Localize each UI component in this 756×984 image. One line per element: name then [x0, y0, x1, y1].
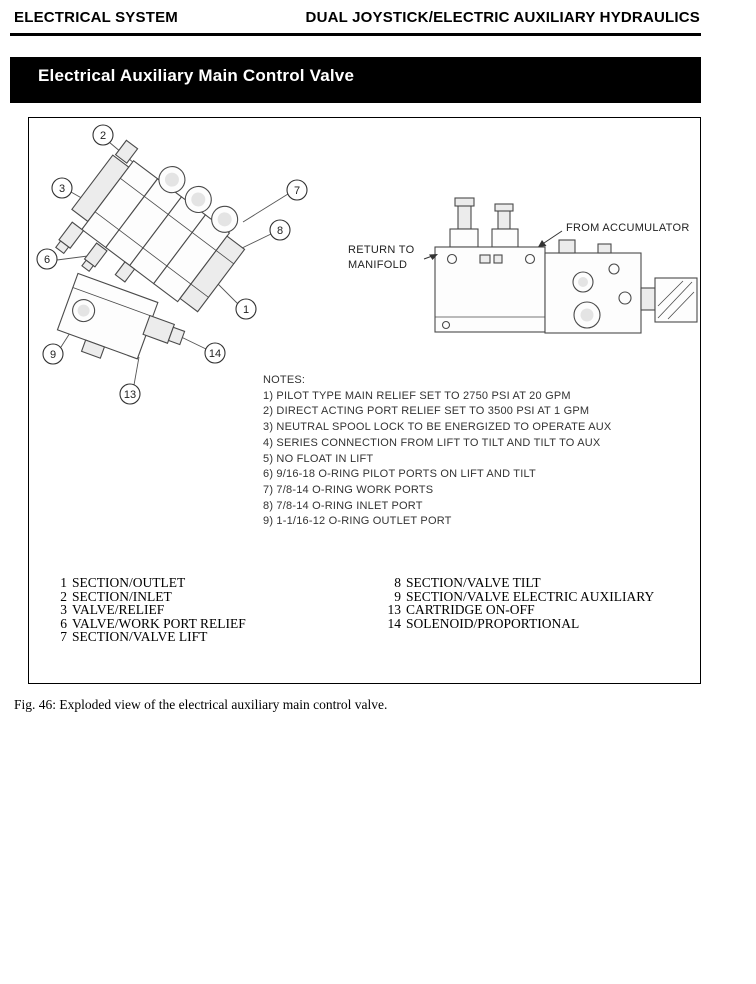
legend-item-label: SECTION/VALVE TILT — [406, 575, 541, 590]
header-right: DUAL JOYSTICK/ELECTRIC AUXILIARY HYDRAUL… — [305, 9, 700, 26]
legend-column-right: 8 SECTION/VALVE TILT 9 SECTION/VALVE ELE… — [377, 576, 655, 644]
figure-caption: Fig. 46: Exploded view of the electrical… — [14, 697, 388, 712]
legend-item-number: 3 — [60, 602, 67, 617]
callout-7-number: 7 — [294, 185, 300, 197]
legend-item: 9 SECTION/VALVE ELECTRIC AUXILIARY — [377, 588, 655, 604]
note-item-2: 2) DIRECT ACTING PORT RELIEF SET TO 3500… — [263, 405, 590, 418]
callout-3-number: 3 — [59, 183, 65, 195]
callout-1: 1 — [235, 298, 257, 320]
legend-item: 2 SECTION/INLET — [43, 588, 377, 604]
notes-block: NOTES: 1) PILOT TYPE MAIN RELIEF SET TO … — [263, 373, 653, 530]
legend-item: 13 CARTRIDGE ON-OFF — [377, 603, 654, 617]
section-title: Electrical Auxiliary Main Control Valve — [38, 66, 355, 85]
legend-item-number: 2 — [60, 588, 67, 604]
legend-item: 6 VALVE/WORK PORT RELIEF — [43, 615, 377, 631]
legend-item: 8 SECTION/VALVE TILT — [377, 576, 654, 590]
legend-item-label: SECTION/INLET — [72, 588, 172, 604]
note-item-9: 9) 1-1/16-12 O-RING OUTLET PORT — [263, 515, 452, 528]
callout-6-number: 6 — [44, 254, 50, 266]
return-to-manifold-label: RETURN TO MANIFOLD — [348, 244, 415, 271]
note-item-1: 1) PILOT TYPE MAIN RELIEF SET TO 2750 PS… — [263, 389, 571, 402]
header-rule — [10, 33, 701, 36]
exploded-valve-svg: 2 3 7 8 6 — [36, 124, 308, 405]
legend-item-label: SOLENOID/PROPORTIONAL — [406, 615, 580, 631]
callout-6: 6 — [36, 248, 58, 270]
legend-item-number: 8 — [394, 575, 401, 590]
legend-item: 3 VALVE/RELIEF — [43, 603, 377, 617]
callout-8-number: 8 — [277, 225, 283, 237]
callout-8: 8 — [269, 219, 291, 241]
note-item-5: 5) NO FLOAT IN LIFT — [263, 452, 374, 465]
legend-column-left: 1 SECTION/OUTLET 2 SECTION/INLET 3 VALVE… — [43, 576, 377, 644]
legend-item-label: CARTRIDGE ON-OFF — [406, 602, 535, 617]
legend-item-number: 1 — [60, 575, 67, 590]
note-item-7: 7) 7/8-14 O-RING WORK PORTS — [263, 483, 434, 496]
accumulator-valve-body — [434, 197, 698, 334]
legend-item-label: SECTION/OUTLET — [72, 575, 186, 590]
accumulator-valve-diagram: RETURN TO MANIFOLD FROM ACCUMULATOR — [340, 195, 705, 355]
legend-item-label: VALVE/RELIEF — [72, 602, 165, 617]
legend-item-number: 6 — [60, 615, 67, 631]
header-left: ELECTRICAL SYSTEM — [14, 9, 178, 26]
note-item-6: 6) 9/16-18 O-RING PILOT PORTS ON LIFT AN… — [263, 468, 536, 481]
callout-14-number: 14 — [209, 348, 221, 360]
callout-2-number: 2 — [100, 130, 106, 142]
note-item-8: 8) 7/8-14 O-RING INLET PORT — [263, 499, 423, 512]
legend-item-number: 7 — [60, 629, 67, 644]
from-accumulator-arrow — [538, 230, 563, 247]
figure-box: 2 3 7 8 6 — [28, 117, 701, 684]
legend-item-number: 13 — [387, 602, 402, 617]
legend-item-label: SECTION/VALVE ELECTRIC AUXILIARY — [406, 588, 655, 604]
legend-item: 14 SOLENOID/PROPORTIONAL — [377, 615, 654, 631]
legend-item-label: SECTION/VALVE LIFT — [72, 629, 208, 644]
callout-3: 3 — [51, 177, 73, 199]
notes-title: NOTES: — [263, 374, 306, 386]
legend: 1 SECTION/OUTLET 2 SECTION/INLET 3 VALVE… — [43, 576, 654, 644]
exploded-valve-diagram: 2 3 7 8 6 — [35, 122, 340, 427]
callout-2: 2 — [92, 124, 114, 146]
callout-9-number: 9 — [50, 349, 56, 361]
legend-item-label: VALVE/WORK PORT RELIEF — [72, 615, 246, 631]
electric-auxiliary-section — [56, 272, 186, 360]
callout-1-number: 1 — [243, 304, 249, 316]
note-item-4: 4) SERIES CONNECTION FROM LIFT TO TILT A… — [263, 436, 601, 449]
legend-item: 1 SECTION/OUTLET — [43, 576, 377, 590]
callout-13: 13 — [119, 383, 141, 405]
callout-9: 9 — [42, 343, 64, 365]
legend-item: 7 SECTION/VALVE LIFT — [43, 630, 377, 644]
legend-item-number: 9 — [394, 588, 401, 604]
callout-13-number: 13 — [124, 389, 136, 401]
return-to-manifold-arrow — [423, 254, 438, 260]
accumulator-valve-svg — [423, 197, 698, 334]
section-banner: Electrical Auxiliary Main Control Valve — [10, 57, 701, 103]
callout-14: 14 — [204, 342, 226, 364]
note-item-3: 3) NEUTRAL SPOOL LOCK TO BE ENERGIZED TO… — [263, 421, 612, 434]
legend-item-number: 14 — [387, 615, 402, 631]
valve-section-stack — [55, 139, 246, 313]
from-accumulator-label: FROM ACCUMULATOR — [566, 222, 690, 234]
callout-7: 7 — [286, 179, 308, 201]
page-header: ELECTRICAL SYSTEM DUAL JOYSTICK/ELECTRIC… — [14, 9, 700, 26]
